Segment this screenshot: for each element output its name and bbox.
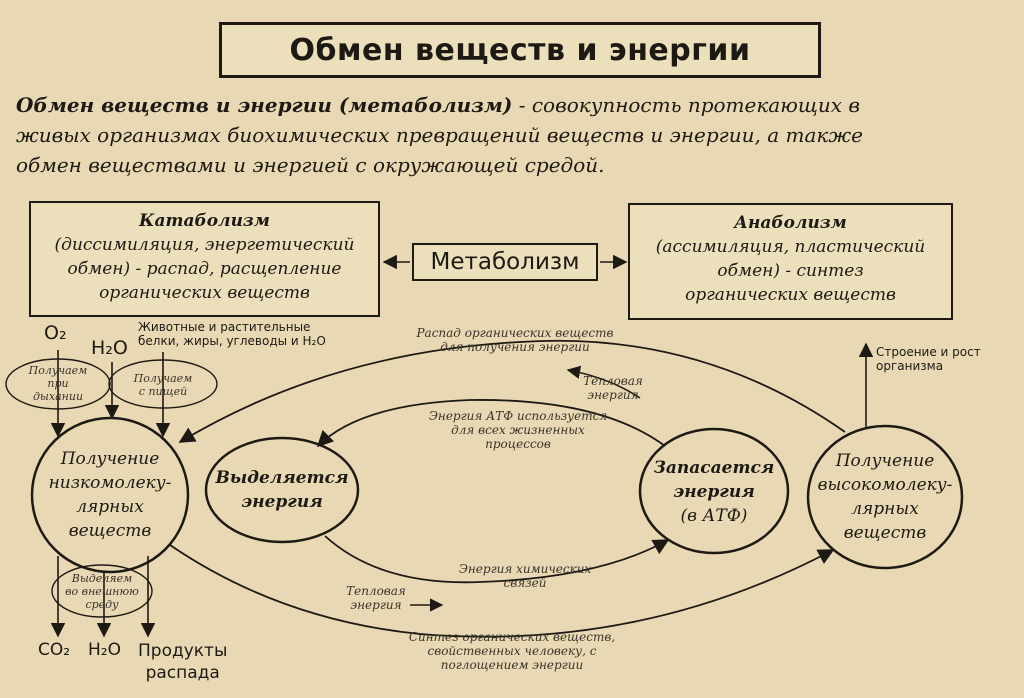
synthesis-line: Синтез органических веществ,: [408, 630, 616, 644]
h2o-in-label: H₂O: [91, 337, 128, 359]
o2-label: O₂: [44, 322, 67, 344]
catabolism-box: Катаболизм (диссимиляция, энергетический…: [29, 201, 380, 317]
high-molecular-text: Получение высокомолеку- лярных веществ: [808, 436, 962, 558]
food-note-line: с пищей: [138, 385, 188, 398]
breath-note-line: при: [47, 377, 69, 390]
low-molecular-text: Получение низкомолеку- лярных веществ: [34, 432, 186, 558]
high-line: веществ: [843, 523, 927, 543]
release-line: энергия: [241, 492, 323, 512]
store-line: (в АТФ): [680, 506, 748, 526]
decay-arrow: [178, 339, 846, 443]
anabolism-line: (ассимиляция, пластический: [655, 237, 926, 257]
breath-note-line: Получаем: [28, 364, 88, 377]
atp-use-line: для всех жизненных: [451, 423, 585, 437]
low-line: веществ: [68, 521, 152, 541]
low-line: низкомолеку-: [48, 473, 172, 493]
products-line: Продукты: [138, 641, 228, 661]
energy-store-text: Запасается энергия (в АТФ): [642, 452, 786, 532]
growth-line: организма: [876, 359, 944, 373]
definition-term: Обмен веществ и энергии (метаболизм): [16, 93, 513, 117]
heat-top-arrow: [566, 365, 641, 399]
definition-line1: - совокупность протекающих в: [512, 93, 861, 117]
metabolism-label: Метаболизм: [412, 243, 598, 281]
anabolism-line: обмен) - синтез: [717, 261, 864, 281]
anabolism-heading: Анаболизм: [734, 213, 847, 233]
co2-label: CO₂: [38, 640, 71, 660]
decay-label: Распад органических веществ для получени…: [400, 326, 630, 354]
chem-energy-label: Энергия химических связей: [440, 562, 610, 590]
excrete-oval: [51, 564, 153, 618]
heat-top-line: Тепловая: [583, 374, 643, 388]
products-label: Продукты распада: [138, 640, 227, 684]
low-line: лярных: [76, 497, 144, 517]
breath-note: Получаем при дыхании: [10, 364, 106, 403]
catabolism-heading: Катаболизм: [139, 211, 270, 231]
food-note: Получаем с пищей: [114, 372, 212, 398]
decay-line: для получения энергии: [440, 340, 590, 354]
excrete-line: во внешнюю: [65, 585, 139, 598]
synthesis-line: свойственных человеку, с: [427, 644, 597, 658]
products-line: распада: [145, 663, 220, 683]
high-molecular-circle: [806, 424, 964, 570]
anabolism-box: Анаболизм (ассимиляция, пластический обм…: [628, 203, 953, 320]
excrete-line: Выделяем: [71, 572, 133, 585]
release-line: Выделяется: [215, 468, 349, 488]
growth-label: Строение и рост организма: [876, 345, 1016, 373]
food-label: Животные и растительные белки, жиры, угл…: [138, 320, 368, 348]
chem-energy-line: связей: [503, 576, 547, 590]
atp-use-line: процессов: [485, 437, 551, 451]
synthesis-arrow: [169, 544, 835, 638]
catabolism-line: обмен) - распад, расщепление: [67, 259, 342, 279]
catabolism-line: органических веществ: [99, 283, 310, 303]
high-line: высокомолеку-: [817, 475, 953, 495]
excrete-line: среду: [85, 598, 119, 611]
anabolism-line: органических веществ: [685, 285, 896, 305]
synthesis-label: Синтез органических веществ, свойственны…: [384, 630, 640, 672]
energy-store-circle: [638, 427, 790, 555]
definition-line2: живых организмах биохимических превращен…: [16, 123, 863, 147]
heat-top-line: энергия: [587, 388, 639, 402]
definition-text: Обмен веществ и энергии (метаболизм) - с…: [16, 90, 1011, 180]
store-line: энергия: [673, 482, 755, 502]
heat-top-label: Тепловая энергия: [578, 374, 648, 402]
heat-bottom-line: энергия: [350, 598, 402, 612]
high-line: лярных: [851, 499, 919, 519]
heat-bottom-label: Тепловая энергия: [336, 584, 416, 612]
h2o-out-label: H₂O: [88, 640, 121, 660]
high-line: Получение: [835, 451, 935, 471]
heat-bottom-line: Тепловая: [346, 584, 406, 598]
decay-line: Распад органических веществ: [416, 326, 614, 340]
atp-use-arrow: [316, 399, 666, 448]
breath-note-line: дыхании: [32, 390, 84, 403]
chem-energy-arrow: [324, 535, 670, 584]
synthesis-line: поглощением энергии: [440, 658, 584, 672]
chem-energy-line: Энергия химических: [458, 562, 592, 576]
atp-use-label: Энергия АТФ используется для всех жизнен…: [410, 409, 626, 451]
page-title: Обмен веществ и энергии: [219, 22, 821, 78]
atp-use-line: Энергия АТФ используется: [428, 409, 608, 423]
low-line: Получение: [60, 449, 160, 469]
excrete-note: Выделяем во внешнюю среду: [54, 572, 150, 611]
energy-release-circle: [204, 436, 360, 544]
store-line: Запасается: [653, 458, 775, 478]
definition-line3: обмен веществами и энергией с окружающей…: [16, 153, 605, 177]
growth-line: Строение и рост: [876, 345, 981, 359]
food-line: Животные и растительные: [138, 320, 311, 334]
food-line: белки, жиры, углеводы и H₂O: [138, 334, 326, 348]
catabolism-line: (диссимиляция, энергетический: [54, 235, 355, 255]
food-note-line: Получаем: [133, 372, 193, 385]
energy-release-text: Выделяется энергия: [208, 458, 356, 522]
